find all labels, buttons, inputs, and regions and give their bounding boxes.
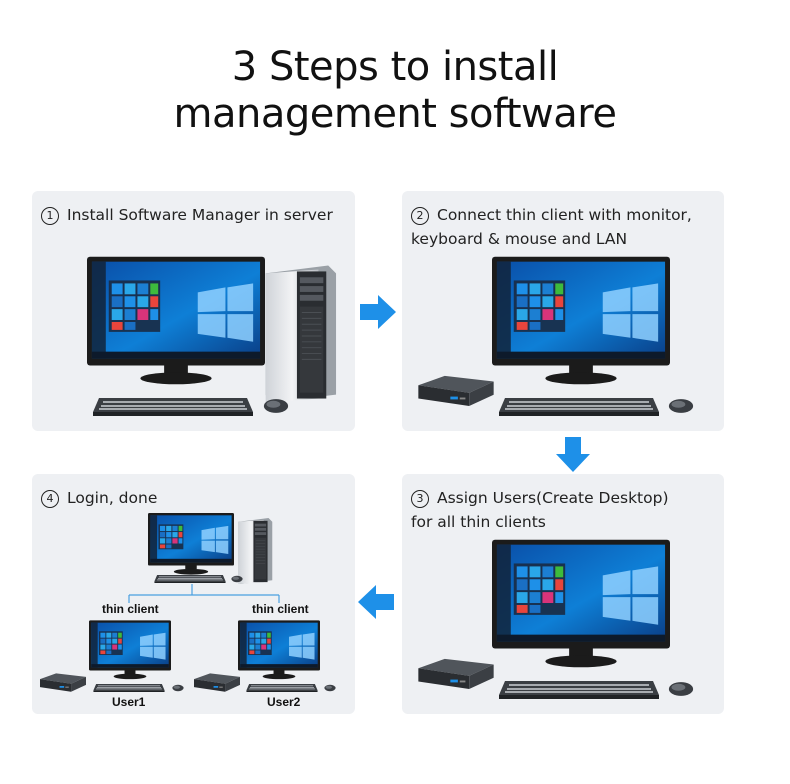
monitor-icon [87, 256, 265, 385]
step-3-number: 3 [411, 490, 429, 508]
monitor-icon [492, 256, 670, 385]
step-1-panel: 1 Install Software Manager in server [32, 191, 355, 431]
step-1-number: 1 [41, 207, 59, 225]
mouse-icon [263, 399, 289, 413]
keyboard-icon [93, 398, 253, 416]
arrow-down-icon [556, 437, 590, 472]
monitor-icon [238, 620, 320, 680]
step-4-panel: 4 Login, done thin client thin client Use… [32, 474, 355, 714]
step-4-text: 4 Login, done [41, 486, 157, 510]
keyboard-icon [499, 398, 659, 416]
title-line-2: management software [173, 91, 617, 137]
step-2-number: 2 [411, 207, 429, 225]
step-3-line-2: for all thin clients [411, 513, 546, 531]
step-2-panel: 2 Connect thin client with monitor, keybo… [402, 191, 724, 431]
thin-client-icon [418, 658, 494, 689]
step-2-text: 2 Connect thin client with monitor, keybo… [411, 203, 692, 251]
step-2-line-2: keyboard & mouse and LAN [411, 230, 628, 248]
monitor-icon [492, 539, 670, 668]
mouse-icon [668, 399, 694, 413]
thin-client-label-right: thin client [252, 602, 309, 616]
step-3-text: 3 Assign Users(Create Desktop) for all th… [411, 486, 669, 534]
step-1-text: 1 Install Software Manager in server [41, 203, 333, 227]
tower-pc-icon [265, 265, 337, 403]
keyboard-icon [154, 575, 226, 583]
step-3-line-1: Assign Users(Create Desktop) [437, 489, 669, 507]
step-4-illustration [40, 512, 336, 692]
arrow-left-icon [358, 585, 394, 619]
thin-client-label-left: thin client [102, 602, 159, 616]
step-4-number: 4 [41, 490, 59, 508]
thin-client-icon [418, 375, 494, 406]
step-2-illustration [418, 256, 694, 416]
mouse-icon [668, 682, 694, 696]
mouse-icon [172, 684, 184, 692]
monitor-icon [148, 512, 234, 575]
step-1-illustration [87, 256, 337, 416]
mouse-icon [324, 684, 336, 692]
network-lines [128, 584, 280, 603]
step-3-panel: 3 Assign Users(Create Desktop) for all th… [402, 474, 724, 714]
step-3-illustration [418, 539, 694, 699]
user2-label: User2 [267, 695, 301, 709]
step-2-line-1: Connect thin client with monitor, [437, 206, 692, 224]
title-line-1: 3 Steps to install [231, 44, 559, 90]
keyboard-icon [499, 681, 659, 699]
keyboard-icon [93, 684, 165, 692]
mouse-icon [231, 575, 243, 583]
keyboard-icon [246, 684, 318, 692]
thin-client-icon [40, 673, 86, 692]
step-1-line-1: Install Software Manager in server [67, 206, 333, 224]
thin-client-icon [194, 673, 240, 692]
monitor-icon [89, 620, 171, 680]
tower-pc-icon [238, 518, 273, 584]
user1-label: User1 [112, 695, 146, 709]
step-4-line-1: Login, done [67, 489, 158, 507]
arrow-right-icon [360, 295, 396, 329]
page-title: 3 Steps to install management software [0, 44, 790, 138]
